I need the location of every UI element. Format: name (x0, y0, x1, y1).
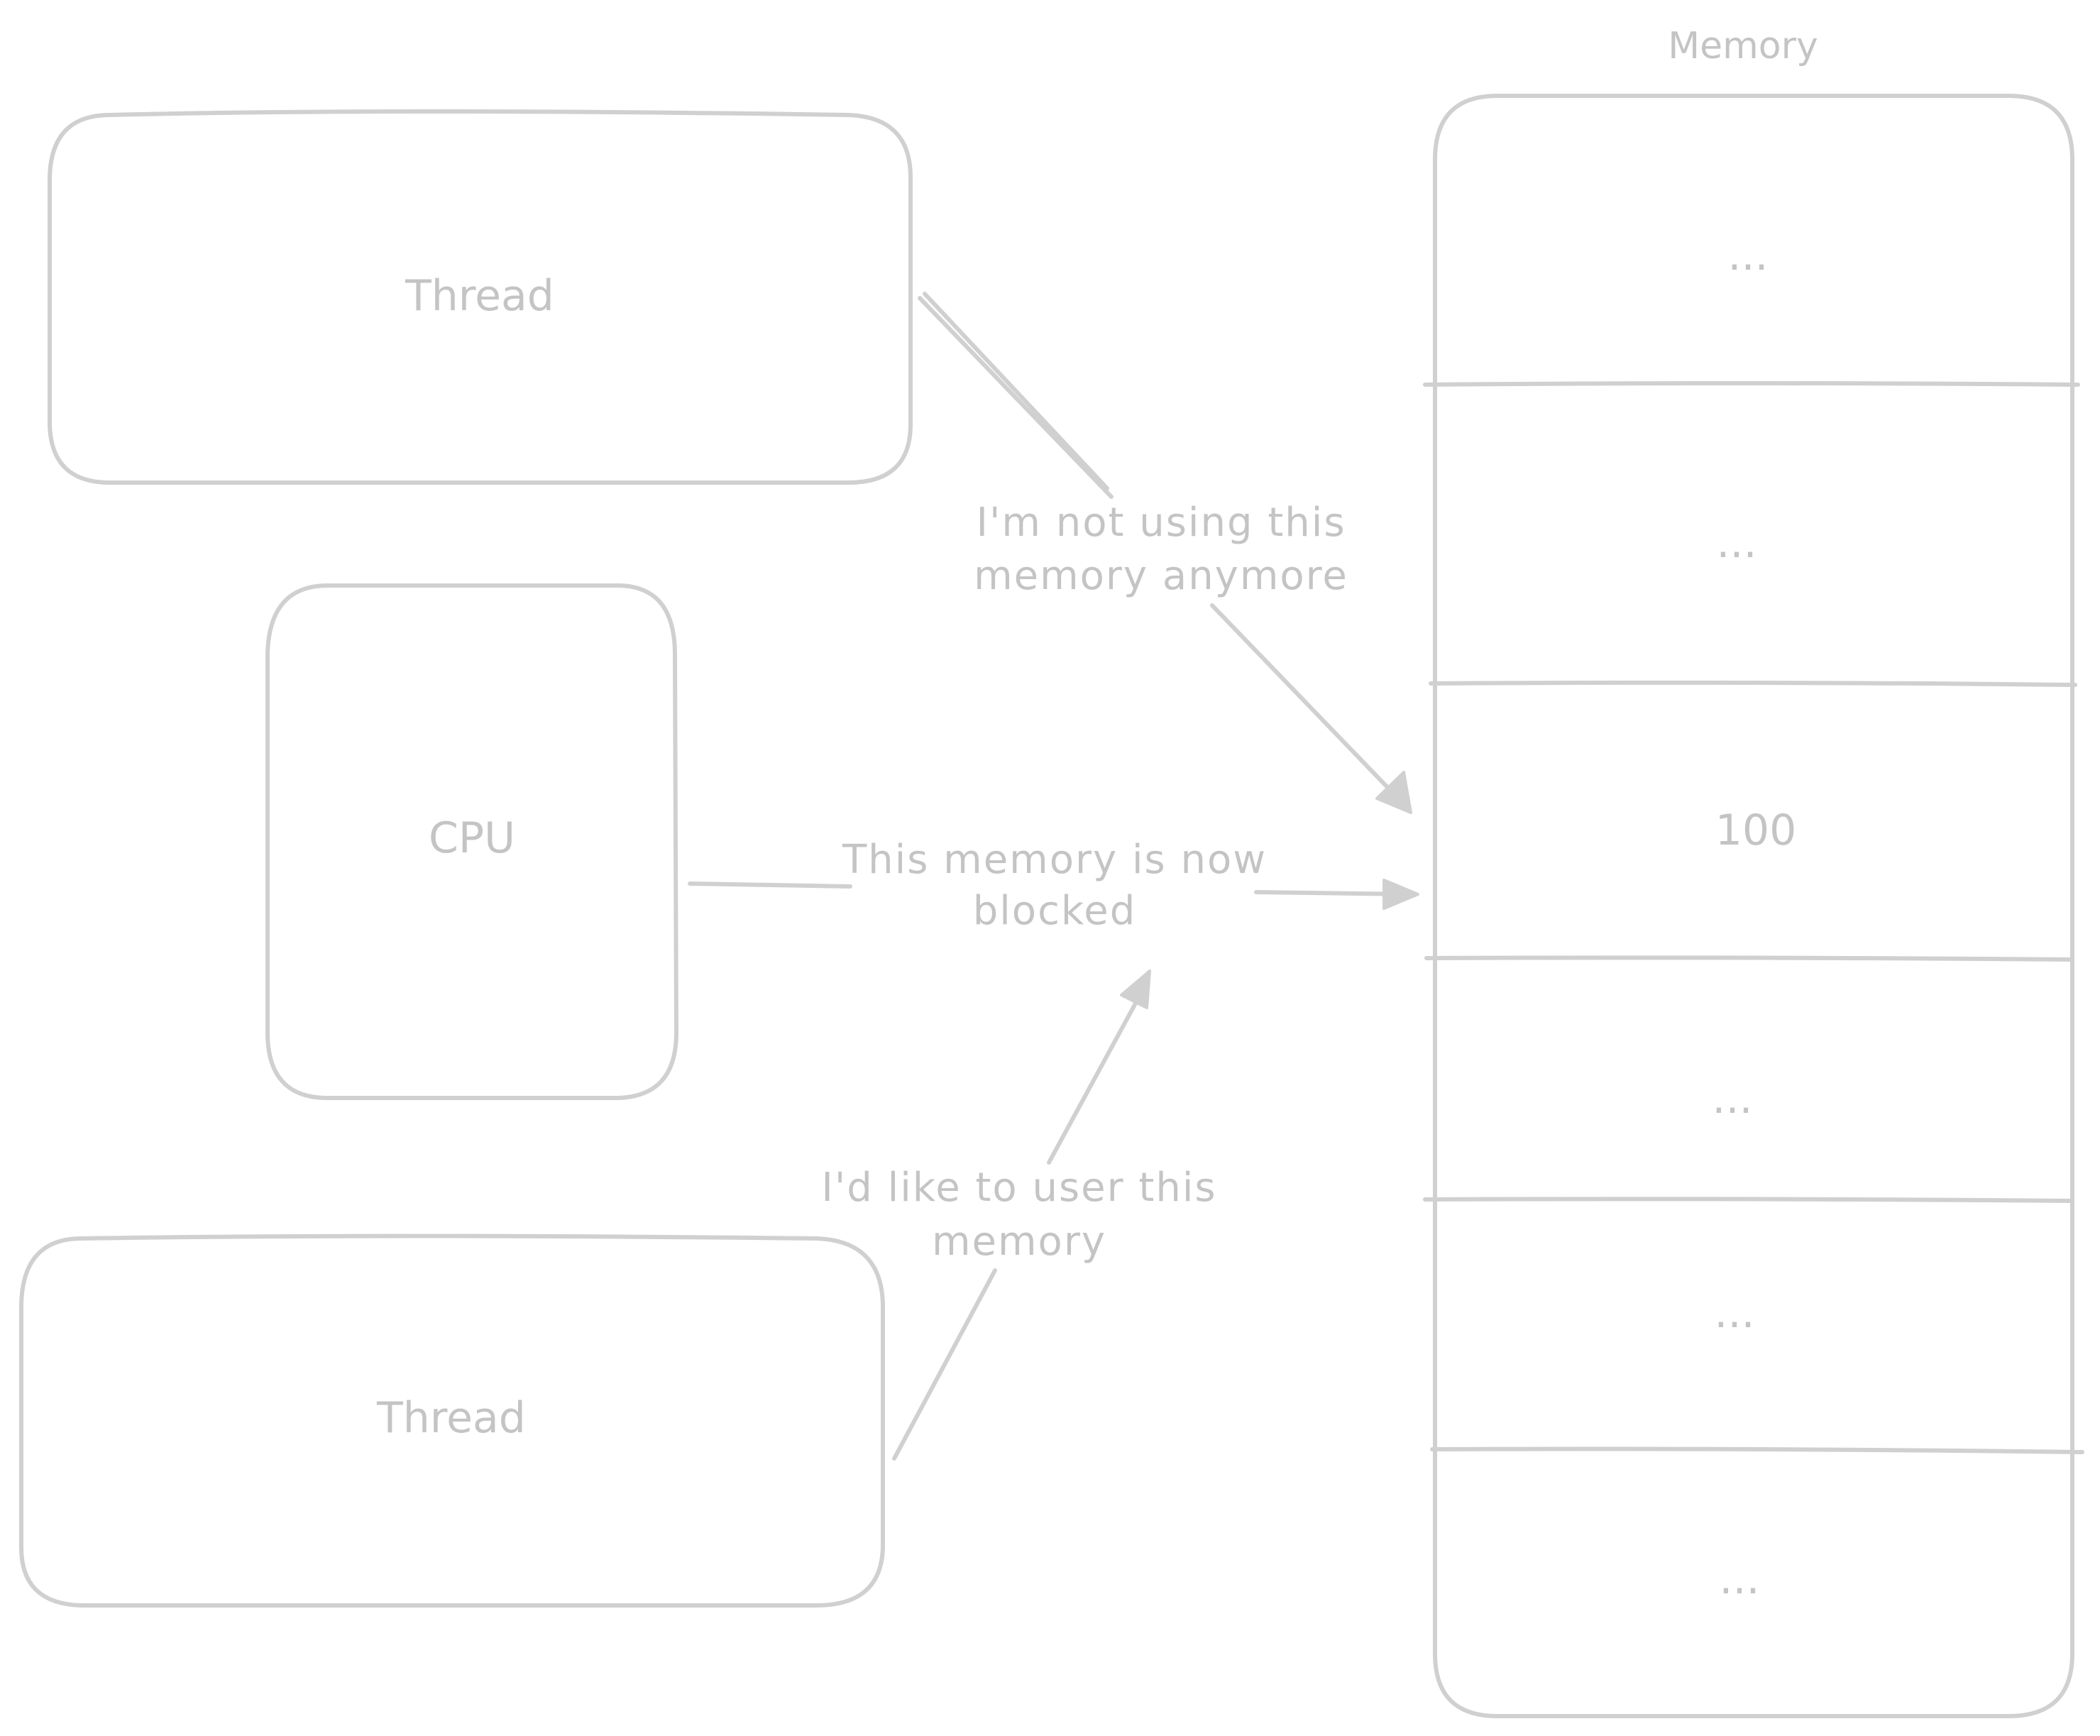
memory-cell-2: ... (1716, 518, 1757, 568)
release-label-line-1: I'm not using this (976, 500, 1346, 546)
block-label-line-2: blocked (973, 888, 1137, 934)
release-arrowhead (1375, 771, 1412, 814)
block-arrowhead (1382, 879, 1419, 910)
memory-divider-4 (1423, 1197, 2074, 1203)
memory-node: Memory ... ... 100 ... ... ... (1423, 25, 2084, 1718)
block-arrow: This memory is now blocked (688, 837, 1419, 934)
block-label-line-1: This memory is now (842, 837, 1267, 883)
memory-divider-5 (1430, 1446, 2084, 1454)
request-arrowhead (1120, 969, 1151, 1009)
request-label-line-2: memory (932, 1219, 1106, 1265)
release-arrow: I'm not using this memory anymore (918, 292, 1412, 814)
thread-top-node: Thread (48, 109, 913, 485)
memory-divider-2 (1429, 680, 2077, 687)
thread-bottom-node: Thread (19, 1234, 885, 1608)
memory-cell-4: ... (1712, 1074, 1752, 1124)
memory-divider-3 (1424, 955, 2074, 962)
thread-top-label: Thread (405, 271, 554, 321)
cpu-node: CPU (265, 583, 678, 1100)
cpu-label: CPU (429, 813, 515, 863)
memory-title: Memory (1668, 25, 1818, 67)
memory-cell-5: ... (1714, 1288, 1754, 1338)
memory-cell-6: ... (1719, 1554, 1759, 1604)
request-arrow: I'd like to user this memory (821, 969, 1216, 1461)
request-label-line-1: I'd like to user this (821, 1165, 1216, 1211)
release-label-line-2: memory anymore (974, 553, 1348, 599)
thread-bottom-label: Thread (376, 1393, 526, 1443)
memory-divider-1 (1423, 381, 2080, 387)
memory-cell-3: 100 (1715, 806, 1797, 855)
memory-cell-1: ... (1727, 231, 1768, 280)
